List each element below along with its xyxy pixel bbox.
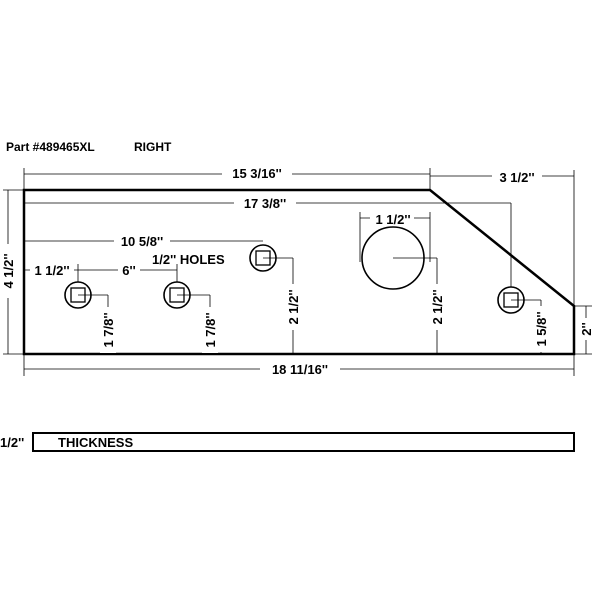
label-bg-hole3-offset: [114, 232, 170, 248]
label-bg-hole1-offset: [30, 261, 74, 277]
side-label: RIGHT: [134, 140, 172, 154]
label-bg-corner: [492, 168, 542, 184]
dim-hole1-offset: 1 1/2'': [34, 263, 69, 278]
label-bg-right-edge: [578, 318, 594, 340]
dim-hole3-height: 2 1/2'': [286, 289, 301, 324]
label-bg-hole1-height: [100, 307, 116, 353]
dim-height: 4 1/2'': [1, 253, 16, 288]
thickness-outline: [32, 432, 575, 452]
dim-right-edge-height: 2'': [579, 322, 594, 335]
dim-hole3-offset: 10 5/8'': [121, 234, 163, 249]
dim-top-length: 15 3/16'': [232, 166, 282, 181]
dim-hole2-height: 1 7/8'': [203, 312, 218, 347]
label-bg-total: [260, 360, 340, 376]
label-bg-large-hole-height: [429, 284, 445, 330]
label-bg-large-hole: [370, 210, 414, 226]
thickness-label: THICKNESS: [58, 435, 133, 450]
dim-total-length: 18 11/16'': [272, 362, 328, 377]
label-bg-right-hole-height: [533, 306, 549, 352]
label-bg-hole-spacing: [118, 261, 140, 277]
dim-hole1-height: 1 7/8'': [101, 312, 116, 347]
dim-right-hole-height: 1 5/8'': [534, 311, 549, 346]
small-holes-label: 1/2'' HOLES: [152, 252, 225, 267]
label-bg-hole3-height: [285, 284, 301, 330]
thickness-value: 1/2'': [0, 435, 24, 450]
dim-large-hole-height: 2 1/2'': [430, 289, 445, 324]
label-bg-height: [1, 244, 15, 298]
part-number: Part #489465XL: [6, 140, 95, 154]
label-bg-top: [222, 164, 292, 180]
dim-inner-length: 17 3/8'': [244, 196, 286, 211]
dim-hole-spacing: 6'': [122, 263, 135, 278]
label-bg-inner: [234, 194, 296, 210]
dim-corner-offset: 3 1/2'': [499, 170, 534, 185]
dim-large-hole-diameter: 1 1/2'': [375, 212, 410, 227]
label-bg-hole2-height: [202, 307, 218, 353]
